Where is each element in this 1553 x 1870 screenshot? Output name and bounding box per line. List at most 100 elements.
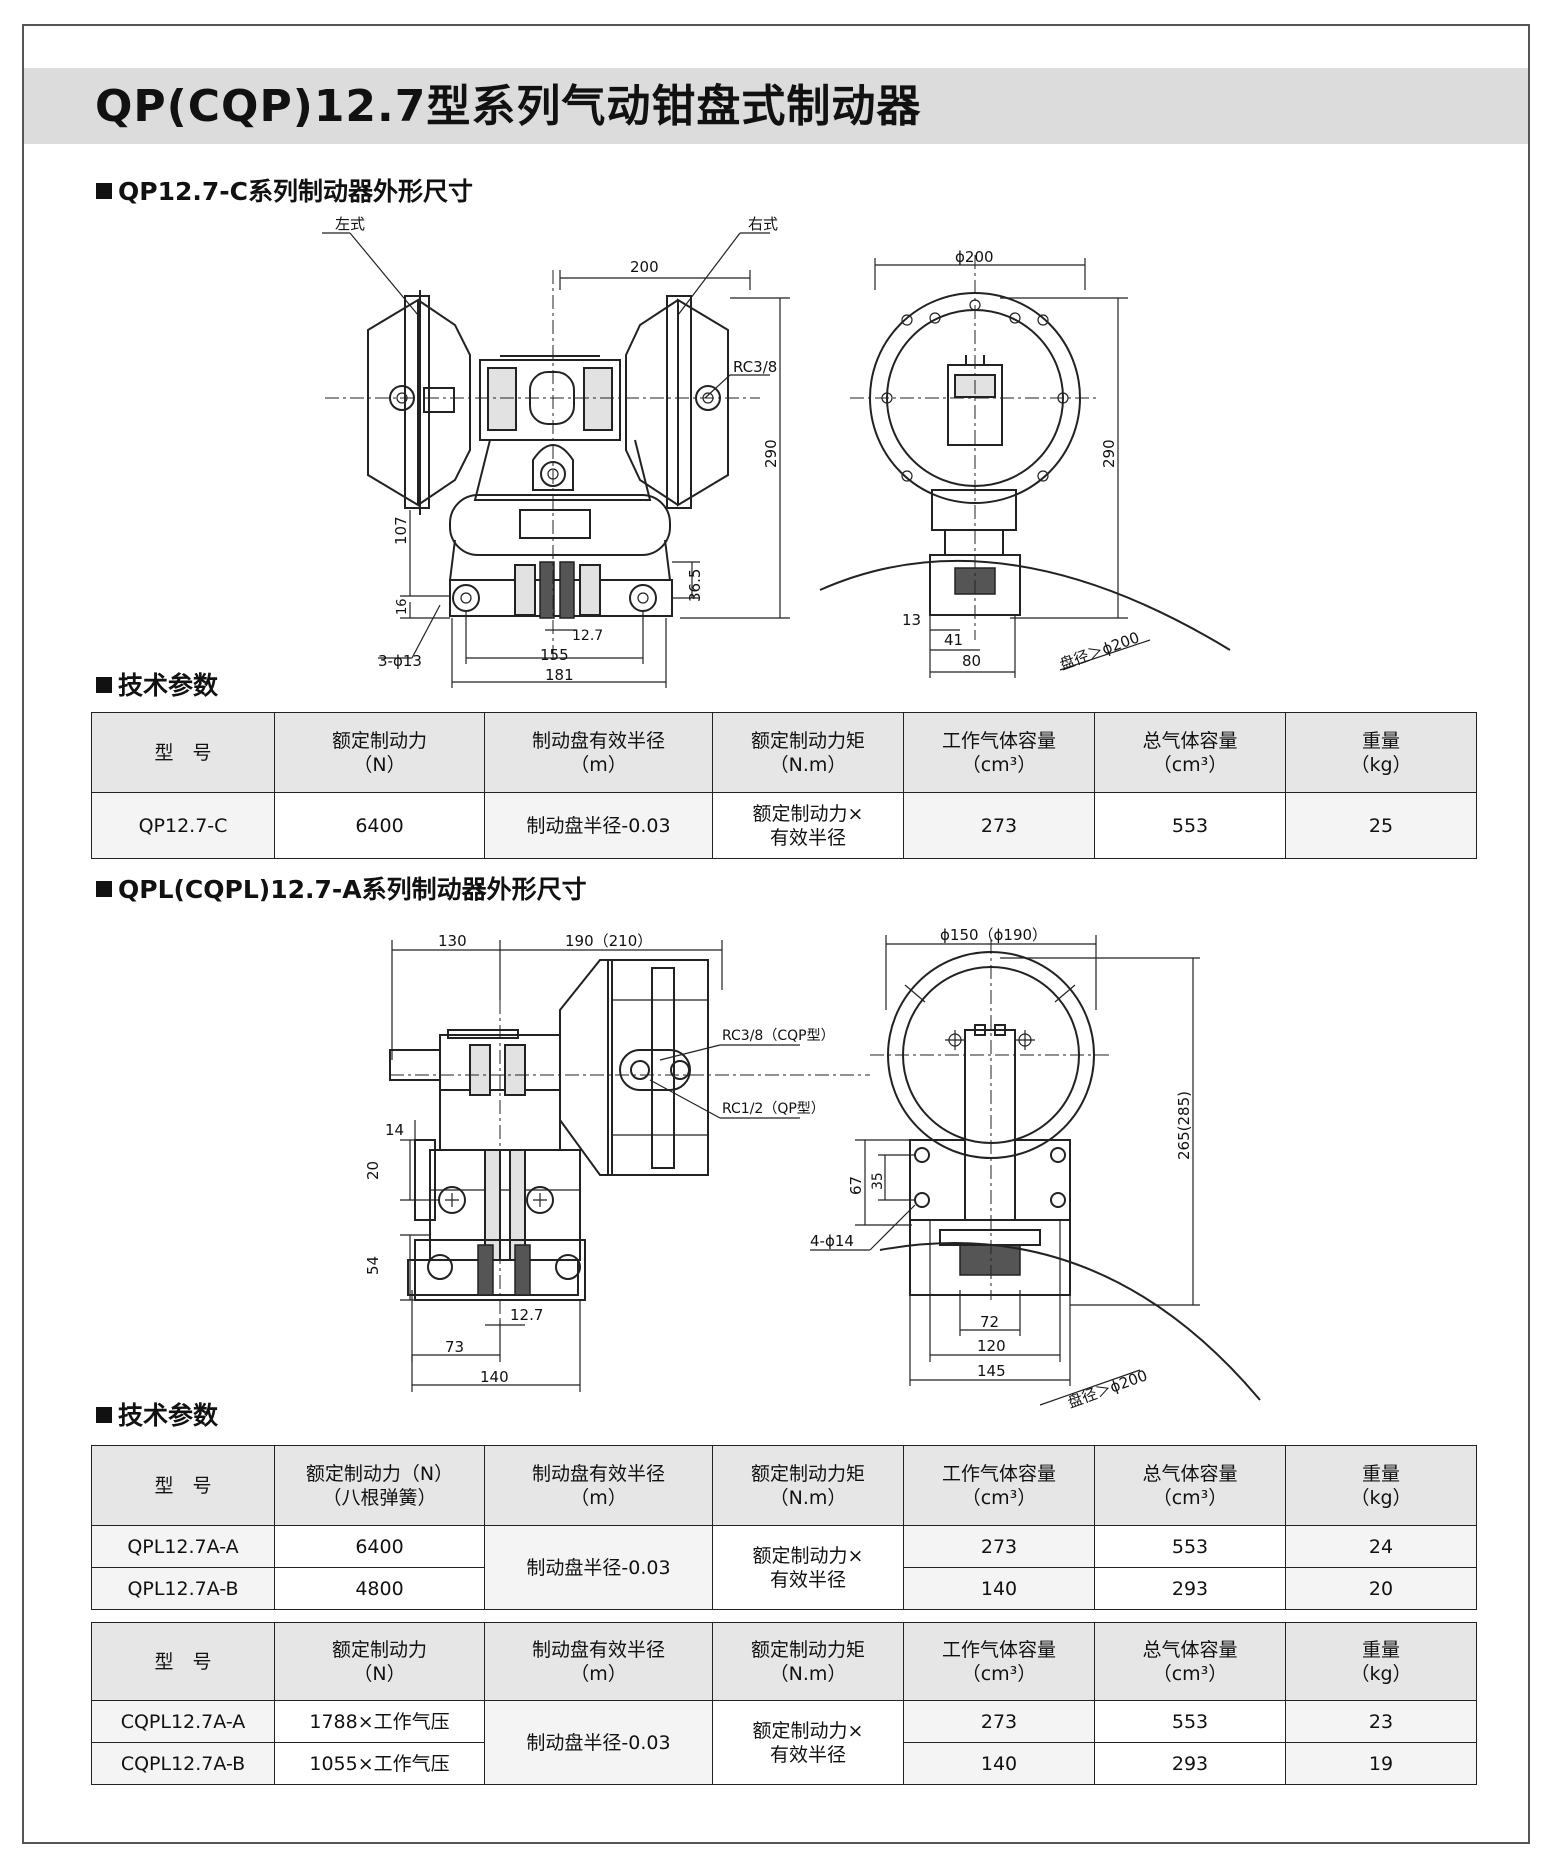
cell-model: QPL12.7A-A <box>91 1525 275 1568</box>
page-frame <box>22 24 1530 1844</box>
dim-36-5: 36.5 <box>686 569 704 602</box>
cell-torque: 额定制动力×有效半径 <box>712 1700 904 1785</box>
table-qpl12-7a: 型 号 额定制动力（N）（八根弹簧） 制动盘有效半径（m） 额定制动力矩（N.m… <box>91 1445 1477 1610</box>
cell-work-volume: 273 <box>903 1700 1095 1743</box>
dim-290: 290 <box>762 439 780 468</box>
table2-header-model: 型 号 <box>91 1445 275 1526</box>
cell-weight: 24 <box>1285 1525 1477 1568</box>
table-cqpl12-7a: 型 号 额定制动力（N） 制动盘有效半径（m） 额定制动力矩（N.m） 工作气体… <box>91 1622 1477 1785</box>
cell-model: CQPL12.7A-B <box>91 1742 275 1785</box>
dim-73: 73 <box>445 1338 464 1356</box>
cell-total-volume: 553 <box>1094 1700 1286 1743</box>
dims-2 <box>391 940 800 1392</box>
drawing-qp12-7-c: 左式 右式 200 RC3/8 290 107 16 36.5 12.7 3-ϕ… <box>322 215 1231 688</box>
section1-title: QP12.7-C系列制动器外形尺寸 <box>118 177 473 206</box>
specs2-title: 技术参数 <box>118 1401 219 1430</box>
dim-155: 155 <box>540 646 569 664</box>
section1-heading: QP12.7-C系列制动器外形尺寸 <box>96 176 473 208</box>
table3-header-row: 型 号 额定制动力（N） 制动盘有效半径（m） 额定制动力矩（N.m） 工作气体… <box>91 1622 1477 1701</box>
dim-140: 140 <box>480 1368 509 1386</box>
dim-35: 35 <box>870 1172 886 1190</box>
dims-1b <box>874 258 1151 678</box>
cell-radius: 制动盘半径-0.03 <box>484 792 713 859</box>
cell-weight: 25 <box>1285 792 1477 859</box>
cell-weight: 20 <box>1285 1567 1477 1610</box>
table2-header-weight: 重量（kg） <box>1285 1445 1477 1526</box>
label-rc38: RC3/8 <box>733 358 777 376</box>
side-view-1 <box>819 255 1231 651</box>
cell-work-volume: 273 <box>903 792 1095 859</box>
cell-total-volume: 553 <box>1094 1525 1286 1568</box>
label-rc12-qp: RC1/2（QP型） <box>722 1101 825 1117</box>
dim-72: 72 <box>980 1313 999 1331</box>
dim-80: 80 <box>962 652 981 670</box>
table2-header-torque: 额定制动力矩（N.m） <box>712 1445 904 1526</box>
specs1-title: 技术参数 <box>118 671 219 700</box>
dim-13: 13 <box>902 611 921 629</box>
table3-header-torque: 额定制动力矩（N.m） <box>712 1622 904 1701</box>
table3-header-radius: 制动盘有效半径（m） <box>484 1622 713 1701</box>
table2-header-total-volume: 总气体容量（cm³） <box>1094 1445 1286 1526</box>
specs2-heading: 技术参数 <box>96 1400 218 1432</box>
cell-work-volume: 140 <box>903 1567 1095 1610</box>
cell-weight: 19 <box>1285 1742 1477 1785</box>
cell-work-volume: 140 <box>903 1742 1095 1785</box>
dim-265-285: 265(285) <box>1175 1091 1193 1160</box>
label-left-style: 左式 <box>335 215 365 233</box>
cell-total-volume: 293 <box>1094 1567 1286 1610</box>
dim-phi200: ϕ200 <box>955 248 994 266</box>
table-row: CQPL12.7A-B 1055×工作气压 140 293 19 <box>91 1742 1477 1785</box>
cell-radius: 制动盘半径-0.03 <box>484 1700 713 1785</box>
dim-54: 54 <box>364 1256 382 1275</box>
label-rc38-cqp: RC3/8（CQP型） <box>722 1028 835 1044</box>
central-body <box>448 355 673 619</box>
table2-header-radius: 制动盘有效半径（m） <box>484 1445 713 1526</box>
dim-120: 120 <box>977 1337 1006 1355</box>
left-cylinder <box>367 290 471 515</box>
table-qp12-7-c: 型 号 额定制动力（N） 制动盘有效半径（m） 额定制动力矩（N.m） 工作气体… <box>91 712 1477 859</box>
dim-200: 200 <box>630 258 659 276</box>
dim-12-7: 12.7 <box>572 628 603 644</box>
title-band <box>24 68 1528 144</box>
table1-header-force: 额定制动力（N） <box>274 712 485 793</box>
dim-phi150-190: ϕ150（ϕ190） <box>940 926 1047 944</box>
table1-header-total-volume: 总气体容量（cm³） <box>1094 712 1286 793</box>
cell-force: 1788×工作气压 <box>274 1700 485 1743</box>
table3-header-work-volume: 工作气体容量（cm³） <box>903 1622 1095 1701</box>
table3-header-force: 额定制动力（N） <box>274 1622 485 1701</box>
table3-header-weight: 重量（kg） <box>1285 1622 1477 1701</box>
dims-1 <box>322 232 790 688</box>
dim-12-7-b: 12.7 <box>510 1306 543 1324</box>
table-row: CQPL12.7A-A 1788×工作气压 制动盘半径-0.03 额定制动力×有… <box>91 1700 1477 1785</box>
cell-model: QPL12.7A-B <box>91 1567 275 1610</box>
cell-force: 4800 <box>274 1567 485 1610</box>
cell-force: 1055×工作气压 <box>274 1742 485 1785</box>
dim-181: 181 <box>545 666 574 684</box>
cell-radius: 制动盘半径-0.03 <box>484 1525 713 1610</box>
specs1-heading: 技术参数 <box>96 670 218 702</box>
dim-145: 145 <box>977 1362 1006 1380</box>
table3-header-model: 型 号 <box>91 1622 275 1701</box>
page-title: QP(CQP)12.7型系列气动钳盘式制动器 <box>95 81 922 132</box>
cell-force: 6400 <box>274 792 485 859</box>
cell-total-volume: 293 <box>1094 1742 1286 1785</box>
table-row: QP12.7-C 6400 制动盘半径-0.03 额定制动力×有效半径 273 … <box>91 792 1477 859</box>
side-view-2 <box>870 940 1261 1401</box>
table2-header-force: 额定制动力（N）（八根弹簧） <box>274 1445 485 1526</box>
dim-14: 14 <box>385 1121 404 1139</box>
label-3-holes: 3-ϕ13 <box>378 652 422 670</box>
front-view-2 <box>389 959 870 1330</box>
table3-header-total-volume: 总气体容量（cm³） <box>1094 1622 1286 1701</box>
label-4-holes: 4-ϕ14 <box>810 1232 854 1250</box>
dim-107: 107 <box>392 516 410 545</box>
table-row: QPL12.7A-B 4800 140 293 20 <box>91 1567 1477 1610</box>
drawing-qpl12-7-a: 130 190（210） RC3/8（CQP型） RC1/2（QP型） 14 2… <box>364 926 1261 1412</box>
table1-header-work-volume: 工作气体容量（cm³） <box>903 712 1095 793</box>
dim-20: 20 <box>364 1161 382 1180</box>
cell-torque: 额定制动力×有效半径 <box>712 1525 904 1610</box>
section2-heading: QPL(CQPL)12.7-A系列制动器外形尺寸 <box>96 874 587 906</box>
label-disc-diameter-2: 盘径＞ϕ200 <box>1065 1366 1150 1411</box>
dim-41: 41 <box>944 631 963 649</box>
cell-model: CQPL12.7A-A <box>91 1700 275 1743</box>
right-cylinder <box>625 295 729 509</box>
